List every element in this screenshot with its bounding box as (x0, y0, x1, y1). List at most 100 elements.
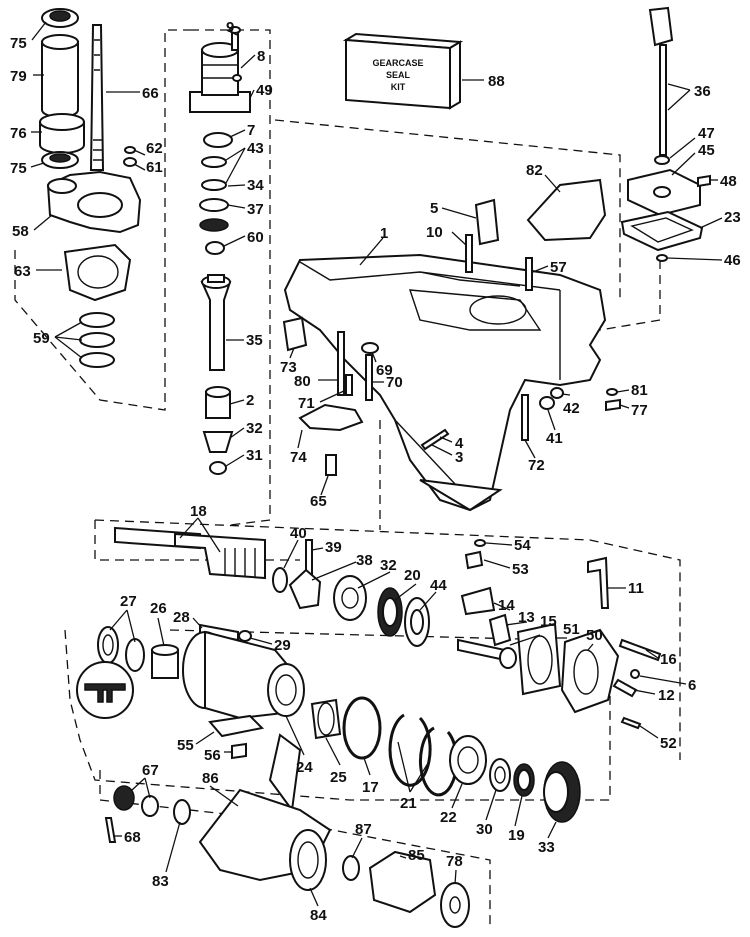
callout-33: 33 (538, 839, 555, 856)
callout-67: 67 (142, 762, 159, 779)
callout-41: 41 (546, 430, 563, 447)
callout-36: 36 (694, 83, 711, 100)
callout-84: 84 (310, 907, 327, 924)
callout-25: 25 (330, 769, 347, 786)
callout-46: 46 (724, 252, 741, 269)
left-column-parts (39, 8, 142, 368)
callout-74: 74 (290, 449, 307, 466)
callout-19: 19 (508, 827, 525, 844)
callout-72: 72 (528, 457, 545, 474)
callout-52: 52 (660, 735, 677, 752)
upper-right-parts (526, 6, 711, 262)
callout-63: 63 (14, 263, 31, 280)
callout-32-lower: 32 (380, 557, 397, 574)
gearcase-housing (282, 198, 621, 570)
callout-77: 77 (631, 402, 648, 419)
callout-24: 24 (296, 759, 313, 776)
callout-55: 55 (177, 737, 194, 754)
propshaft-assembly (114, 526, 662, 730)
callout-numbers: 75 79 76 75 58 63 59 66 62 61 9 8 49 7 4… (10, 19, 741, 924)
callout-71: 71 (298, 395, 315, 412)
callout-53: 53 (512, 561, 529, 578)
bearing-carrier-assembly (76, 623, 581, 823)
callout-22: 22 (440, 809, 457, 826)
callout-32-upper: 32 (246, 420, 263, 437)
callout-66: 66 (142, 85, 159, 102)
callout-17: 17 (362, 779, 379, 796)
callout-11: 11 (628, 580, 644, 597)
callout-27: 27 (120, 593, 137, 610)
callout-78: 78 (446, 853, 463, 870)
leader-lines (30, 21, 723, 907)
callout-51: 51 (563, 621, 580, 638)
callout-6: 6 (688, 677, 696, 694)
callout-28: 28 (173, 609, 190, 626)
seal-kit-text-line-2: SEAL (386, 70, 411, 80)
callout-39: 39 (325, 539, 342, 556)
callout-45: 45 (698, 142, 715, 159)
callout-62: 62 (146, 140, 163, 157)
callout-75-top: 75 (10, 35, 27, 52)
callout-21: 21 (400, 795, 417, 812)
callout-69: 69 (376, 362, 393, 379)
callout-20: 20 (404, 567, 421, 584)
callout-1: 1 (380, 225, 388, 242)
callout-47: 47 (698, 125, 715, 142)
callout-79: 79 (10, 68, 27, 85)
callout-87: 87 (355, 821, 372, 838)
callout-61: 61 (146, 159, 163, 176)
callout-7: 7 (247, 122, 255, 139)
callout-4: 4 (455, 435, 464, 452)
callout-40: 40 (290, 525, 307, 542)
callout-13: 13 (518, 609, 535, 626)
callout-48: 48 (720, 173, 737, 190)
callout-3: 3 (455, 449, 463, 466)
gearcase-seal-kit-box: GEARCASE SEAL KIT (342, 32, 464, 110)
callout-50: 50 (586, 627, 603, 644)
callout-2: 2 (246, 392, 254, 409)
callout-35: 35 (246, 332, 263, 349)
callout-38: 38 (356, 552, 373, 569)
callout-26: 26 (150, 600, 167, 617)
propeller-assembly (104, 733, 470, 928)
callout-29: 29 (274, 637, 291, 654)
callout-10: 10 (426, 224, 443, 241)
callout-31: 31 (246, 447, 263, 464)
callout-59: 59 (33, 330, 50, 347)
seal-kit-text-line-3: KIT (391, 82, 406, 92)
callout-85: 85 (408, 847, 425, 864)
callout-8: 8 (257, 48, 265, 65)
callout-16: 16 (660, 651, 677, 668)
callout-5: 5 (430, 200, 438, 217)
callout-42: 42 (563, 400, 580, 417)
callout-44: 44 (430, 577, 447, 594)
callout-82: 82 (526, 162, 543, 179)
callout-56: 56 (204, 747, 221, 764)
callout-58: 58 (12, 223, 29, 240)
callout-60: 60 (247, 229, 264, 246)
callout-65: 65 (310, 493, 327, 510)
callout-23: 23 (724, 209, 741, 226)
seal-kit-text-line-1: GEARCASE (372, 58, 423, 68)
callout-14: 14 (498, 597, 515, 614)
callout-73: 73 (280, 359, 297, 376)
callout-9: 9 (226, 19, 234, 36)
callout-81: 81 (631, 382, 648, 399)
callout-76: 76 (10, 125, 27, 142)
callout-43: 43 (247, 140, 264, 157)
callout-80: 80 (294, 373, 311, 390)
callout-68: 68 (124, 829, 141, 846)
callout-34: 34 (247, 177, 264, 194)
callout-86: 86 (202, 770, 219, 787)
callout-57: 57 (550, 259, 567, 276)
callout-75-lower: 75 (10, 160, 27, 177)
callout-70: 70 (386, 374, 403, 391)
callout-30: 30 (476, 821, 493, 838)
callout-12: 12 (658, 687, 675, 704)
callout-18: 18 (190, 503, 207, 520)
callout-54: 54 (514, 537, 531, 554)
callout-15: 15 (540, 613, 557, 630)
callout-37: 37 (247, 201, 264, 218)
callout-88: 88 (488, 73, 505, 90)
callout-49: 49 (256, 82, 273, 99)
